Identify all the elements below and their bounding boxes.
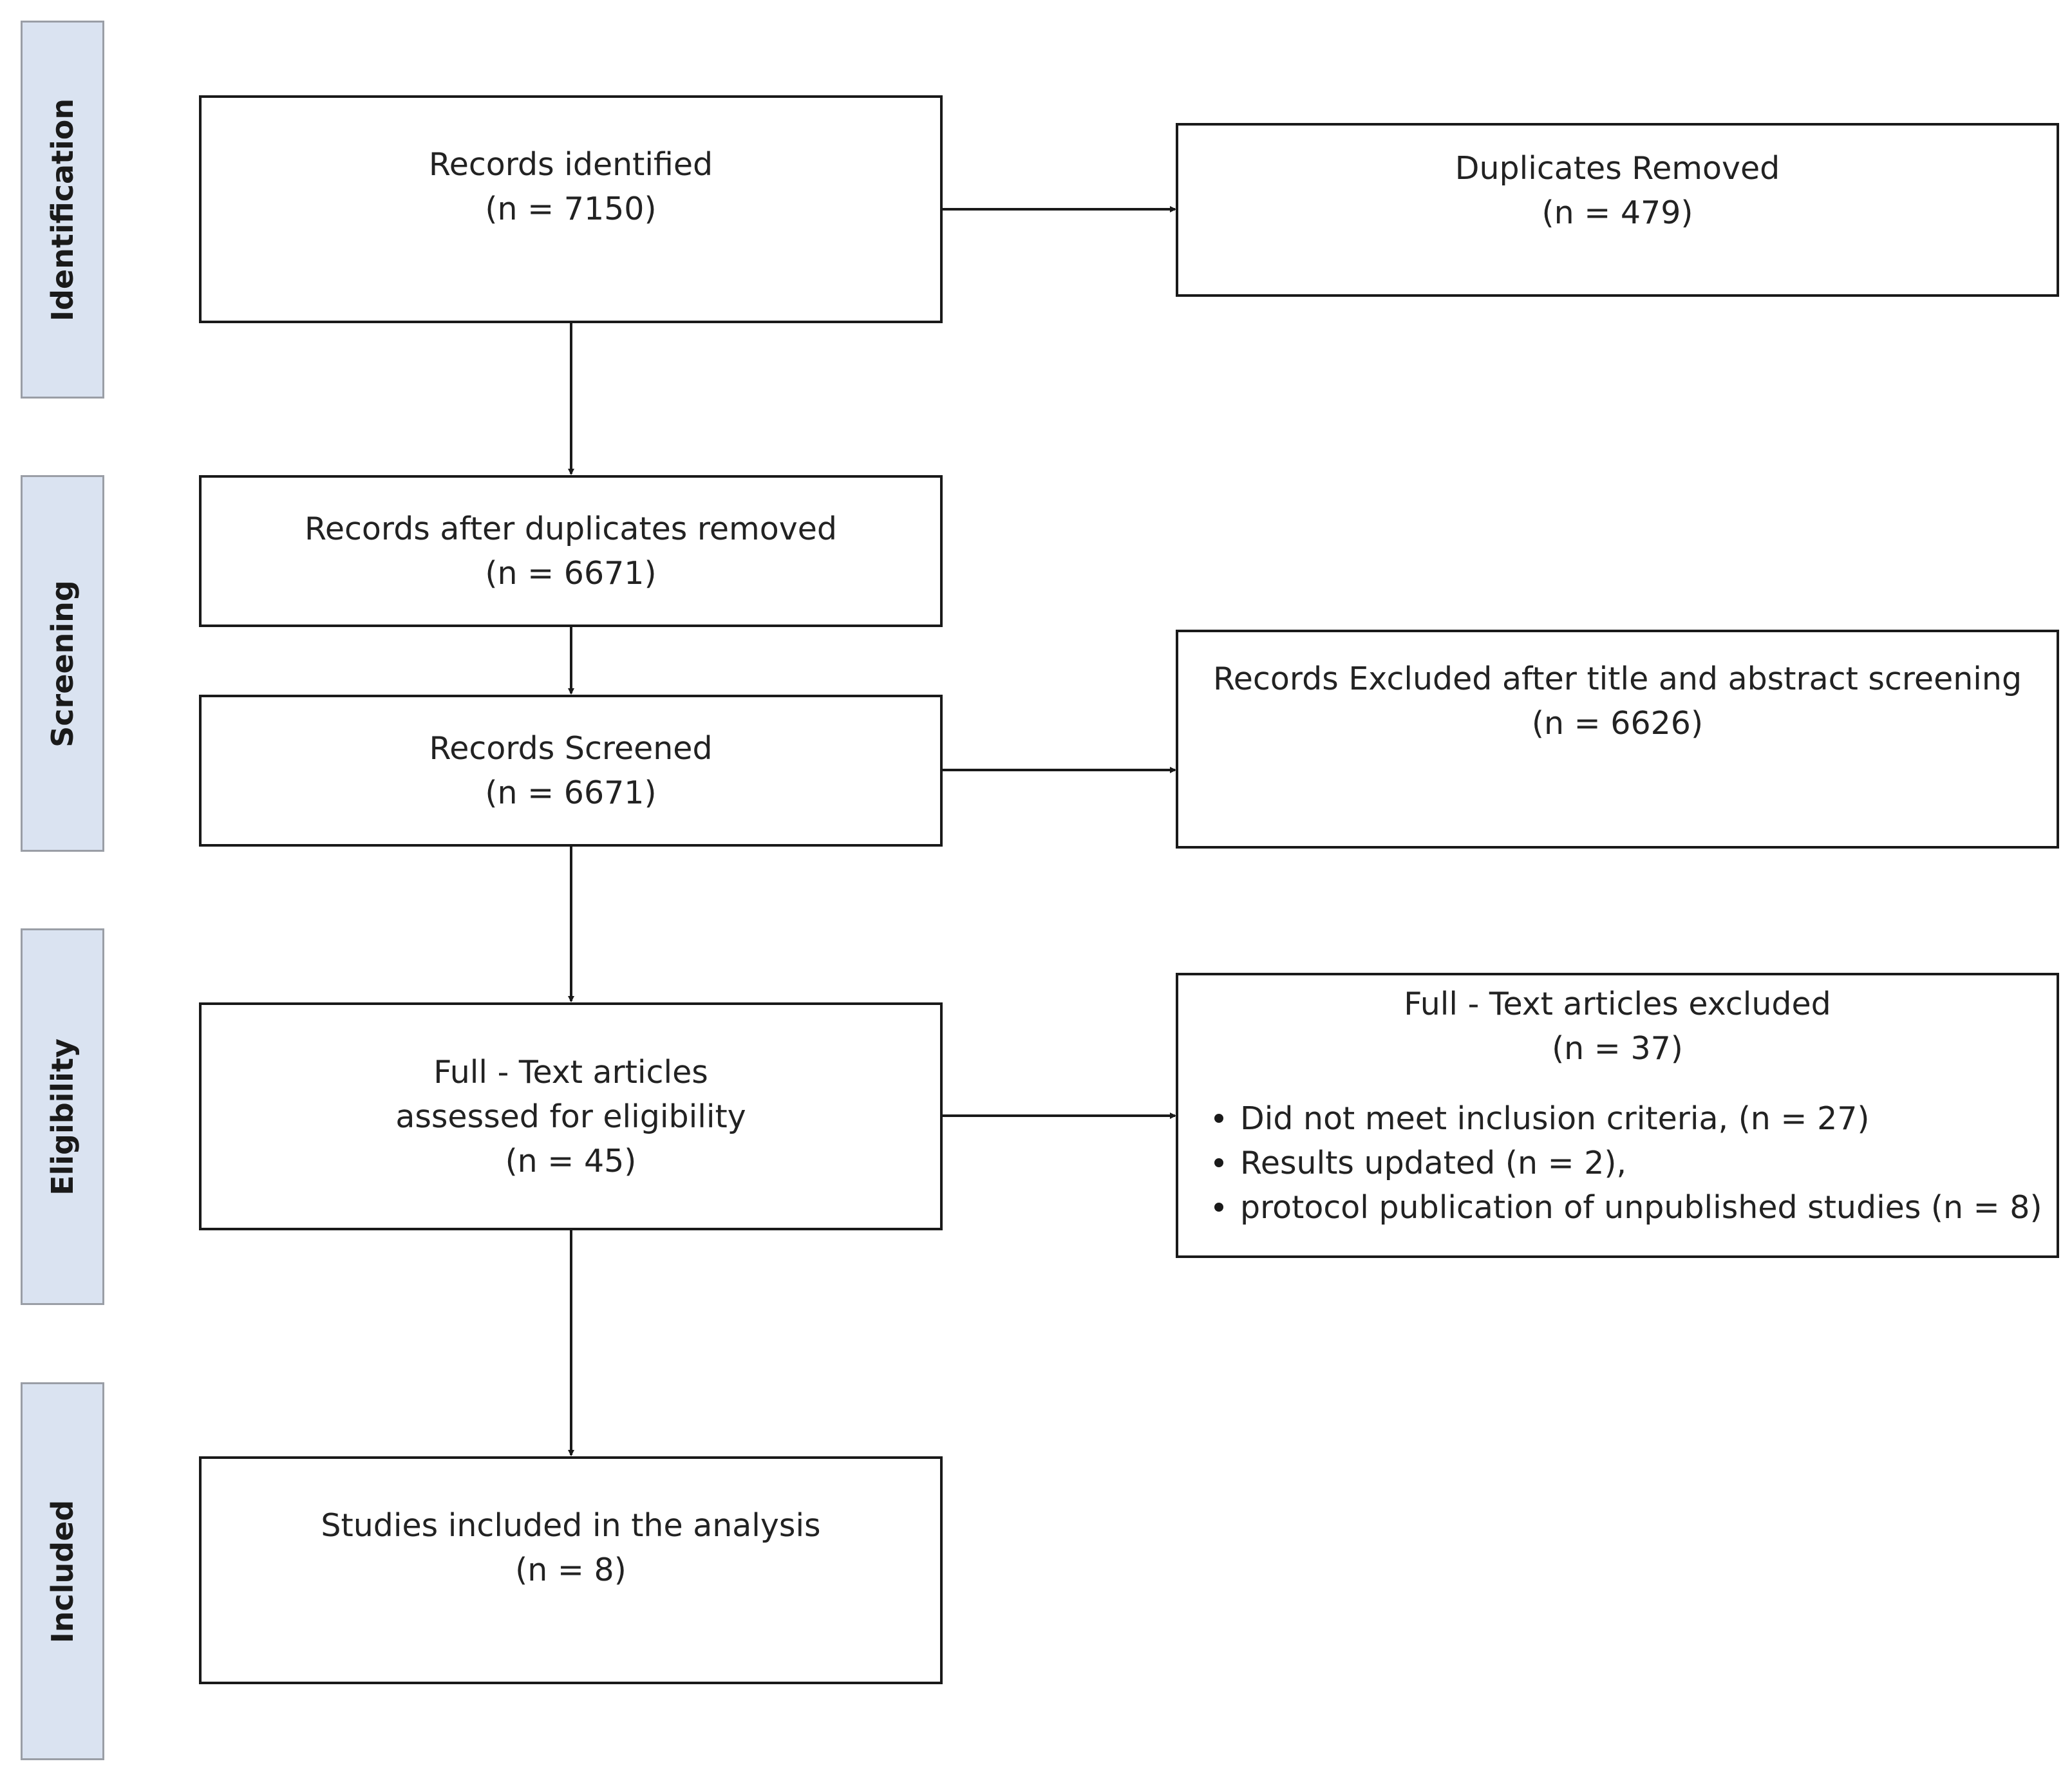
- box-studies-included: Studies included in the analysis (n = 8): [199, 1456, 943, 1684]
- stage-identification: Identification: [21, 21, 104, 399]
- stage-screening: Screening: [21, 475, 104, 852]
- full-text-excluded-count: (n = 37): [1552, 1030, 1683, 1067]
- full-text-assessed-line1: Full - Text articles: [433, 1053, 708, 1091]
- full-text-excluded-label: Full - Text articles excluded: [1404, 986, 1831, 1022]
- stage-eligibility: Eligibility: [21, 928, 104, 1305]
- exclusion-reason: Results updated (n = 2),: [1214, 1141, 2042, 1185]
- after-duplicates-label: Records after duplicates removed: [305, 511, 837, 547]
- box-records-after-duplicates: Records after duplicates removed (n = 66…: [199, 475, 943, 627]
- box-full-text-assessed: Full - Text articles assessed for eligib…: [199, 1002, 943, 1230]
- after-duplicates-count: (n = 6671): [485, 555, 657, 592]
- exclusion-reason-text: protocol publication of unpublished stud…: [1240, 1189, 2042, 1226]
- records-screened-label: Records Screened: [429, 730, 713, 767]
- box-records-excluded: Records Excluded after title and abstrac…: [1176, 630, 2059, 849]
- studies-included-count: (n = 8): [515, 1552, 626, 1588]
- duplicates-removed-count: (n = 479): [1541, 194, 1693, 231]
- records-identified-count: (n = 7150): [485, 191, 657, 227]
- records-excluded-count: (n = 6626): [1531, 705, 1704, 742]
- box-duplicates-removed: Duplicates Removed (n = 479): [1176, 123, 2059, 297]
- records-identified-label: Records identified: [428, 146, 713, 183]
- exclusion-reason: Did not meet inclusion criteria, (n = 27…: [1214, 1096, 2042, 1141]
- stage-included: Included: [21, 1382, 104, 1760]
- box-records-screened: Records Screened (n = 6671): [199, 695, 943, 847]
- records-excluded-label: Records Excluded after title and abstrac…: [1212, 661, 2022, 697]
- bullet-icon: [1214, 1202, 1223, 1212]
- full-text-assessed-count: (n = 45): [505, 1142, 637, 1179]
- exclusion-reason-text: Did not meet inclusion criteria, (n = 27…: [1240, 1100, 1870, 1137]
- exclusion-reason: protocol publication of unpublished stud…: [1214, 1185, 2042, 1230]
- box-records-identified: Records identified (n = 7150): [199, 95, 943, 323]
- bullet-icon: [1214, 1113, 1223, 1123]
- full-text-assessed-line2: assessed for eligibility: [395, 1098, 746, 1135]
- exclusion-reason-text: Results updated (n = 2),: [1240, 1145, 1627, 1181]
- duplicates-removed-label: Duplicates Removed: [1455, 150, 1780, 187]
- exclusion-reasons-list: Did not meet inclusion criteria, (n = 27…: [1214, 1096, 2042, 1230]
- bullet-icon: [1214, 1158, 1223, 1167]
- box-full-text-excluded: Full - Text articles excluded (n = 37) D…: [1176, 973, 2059, 1258]
- records-screened-count: (n = 6671): [485, 775, 657, 811]
- studies-included-label: Studies included in the analysis: [321, 1507, 821, 1544]
